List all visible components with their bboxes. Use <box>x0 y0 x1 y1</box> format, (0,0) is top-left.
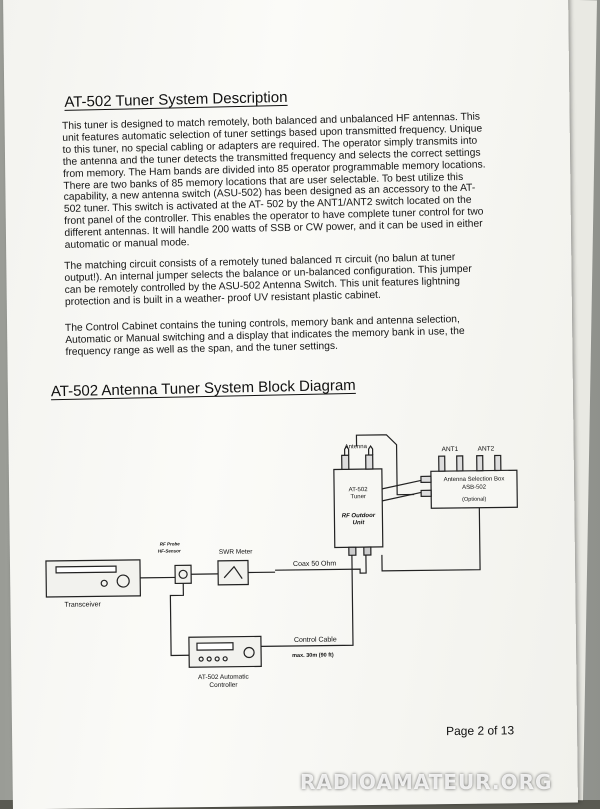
block-diagram: Antenna AT-502 Tuner RF Outdoor Unit ANT… <box>45 434 518 689</box>
label-selection-box-1: Antenna Selection Box <box>444 476 505 483</box>
label-tuner-2: Tuner <box>350 494 366 500</box>
label-ant1: ANT1 <box>442 446 459 453</box>
label-selection-box-2: ASB-502 <box>462 485 487 491</box>
tuner-box <box>333 468 384 549</box>
label-controller-2: Controller <box>209 682 238 689</box>
label-ant2: ANT2 <box>478 446 495 453</box>
label-antenna: Antenna <box>345 444 368 450</box>
label-unit: Unit <box>353 520 366 526</box>
label-tuner-1: AT-502 <box>349 487 369 493</box>
swr-meter-box <box>217 559 249 586</box>
label-control-cable: Control Cable <box>294 636 337 644</box>
controller-box <box>188 635 262 668</box>
label-swr-meter: SWR Meter <box>219 548 254 555</box>
transceiver-box <box>45 559 141 598</box>
label-hf-sensor: HF-Sensor <box>158 548 181 553</box>
label-transceiver: Transceiver <box>64 601 101 608</box>
label-coax: Coax 50 Ohm <box>293 560 336 568</box>
label-rf-outdoor: RF Outdoor <box>342 513 376 519</box>
label-controller-1: AT-502 Automatic <box>198 674 250 682</box>
page-number: Page 2 of 13 <box>445 723 515 739</box>
document-page: AT-502 Tuner System Description This tun… <box>3 0 578 809</box>
rf-probe-box <box>174 564 192 585</box>
watermark: RADIOAMATEUR.ORG <box>300 770 553 794</box>
label-max-length: max. 30m (90 ft) <box>292 652 334 659</box>
label-rf-probe: RF Probe <box>160 541 181 546</box>
label-selection-box-3: (Optional) <box>462 497 486 503</box>
